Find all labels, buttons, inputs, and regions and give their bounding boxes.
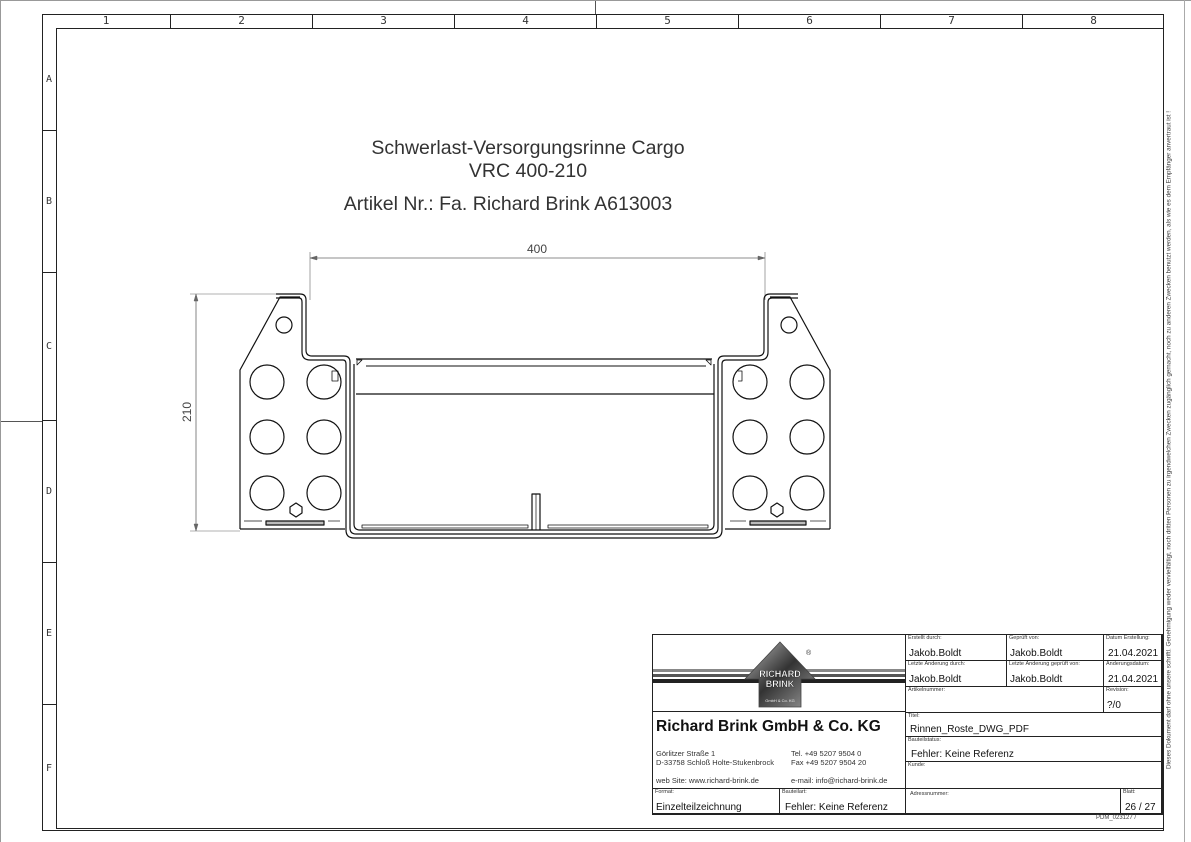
sheet-edge-top [0, 0, 1191, 1]
grid-col-5: 5 [597, 14, 739, 28]
last-change-value: Jakob.Boldt [909, 674, 962, 685]
change-date-label: Änderungsdatum: [1106, 661, 1150, 667]
drawing-frame-inner [56, 28, 1164, 829]
revision-value: ?/0 [1107, 700, 1121, 711]
svg-text:GmbH & Co. KG: GmbH & Co. KG [765, 698, 795, 703]
format-value: Einzelteilzeichnung [656, 802, 742, 813]
change-date-value: 21.04.2021 [1108, 674, 1159, 685]
address-city: D-33758 Schloß Holte-Stukenbrock [656, 758, 774, 767]
sheet-edge-right [1184, 0, 1185, 842]
company-info: Richard Brink GmbH & Co. KG Görlitzer St… [652, 711, 906, 789]
drawing-article-number: Artikel Nr.: Fa. Richard Brink A613003 [343, 193, 673, 215]
copyright-note-text: Dieses Dokument darf ohne unsere schrift… [1165, 110, 1173, 770]
address-number-cell: Adressnummer: [905, 788, 1121, 815]
sheet-edge-left [0, 0, 1, 842]
created-date-value: 21.04.2021 [1108, 648, 1159, 659]
sheet-cell: Blatt: 26 / 27 [1120, 788, 1163, 815]
svg-text:®: ® [806, 649, 812, 657]
bauteilart-cell: Bauteilart: Fehler: Keine Referenz [779, 788, 906, 815]
created-date-cell: Datum Erstellung: 21.04.2021 [1103, 634, 1163, 661]
created-date-label: Datum Erstellung: [1106, 635, 1150, 641]
address-number-label: Adressnummer: [910, 791, 949, 797]
grid-row-a: A [42, 28, 56, 131]
article-number-cell: Artikelnummer: [905, 686, 1104, 713]
customer-cell: Kunde: [905, 761, 1163, 789]
email-link[interactable]: e-mail: info@richard-brink.de [791, 776, 888, 785]
drawing-model: VRC 400-210 [468, 160, 588, 182]
drawing-title: Schwerlast-Versorgungsrinne Cargo [371, 137, 685, 159]
grid-row-c: C [42, 273, 56, 421]
format-cell: Format: Einzelteilzeichnung [652, 788, 780, 815]
grid-col-3: 3 [313, 14, 455, 28]
customer-label: Kunde: [908, 762, 926, 768]
phone: Tel. +49 5207 9504 0 [791, 749, 862, 758]
title-cell: Titel: Rinnen_Roste_DWG_PDF [905, 712, 1163, 737]
dimension-width-label: 400 [526, 242, 548, 256]
sheet-value: 26 / 27 [1125, 802, 1156, 813]
grid-col-7: 7 [881, 14, 1023, 28]
status-value: Fehler: Keine Referenz [911, 749, 1014, 760]
grid-row-d: D [42, 421, 56, 563]
last-change-label: Letzte Änderung durch: [908, 661, 966, 667]
created-by-cell: Erstellt durch: Jakob.Boldt [905, 634, 1007, 661]
sheet-label: Blatt: [1123, 789, 1136, 795]
grid-col-1: 1 [42, 14, 171, 28]
status-cell: Bauteilstatus: Fehler: Keine Referenz [905, 736, 1163, 762]
grid-col-6: 6 [739, 14, 881, 28]
grid-col-4: 4 [455, 14, 597, 28]
checked-by-cell: Geprüft von: Jakob.Boldt [1006, 634, 1104, 661]
copyright-note: Dieses Dokument darf ohne unsere schrift… [1162, 60, 1176, 820]
grid-row-b: B [42, 131, 56, 273]
pdm-number: PDM_023127 / [1096, 815, 1137, 821]
last-change-checked-value: Jakob.Boldt [1010, 674, 1063, 685]
logo-area: RICHARD BRINK GmbH & Co. KG ® [652, 634, 906, 712]
created-by-value: Jakob.Boldt [909, 648, 962, 659]
address-street: Görlitzer Straße 1 [656, 749, 716, 758]
article-number-label: Artikelnummer: [908, 687, 945, 693]
status-label: Bauteilstatus: [908, 737, 942, 743]
dimension-height-label: 210 [180, 401, 194, 423]
bauteilart-value: Fehler: Keine Referenz [785, 802, 888, 813]
last-change-checked-cell: Letzte Änderung geprüft von: Jakob.Boldt [1006, 660, 1104, 687]
last-change-cell: Letzte Änderung durch: Jakob.Boldt [905, 660, 1007, 687]
svg-text:BRINK: BRINK [766, 679, 795, 689]
fax: Fax +49 5207 9504 20 [791, 758, 867, 767]
last-change-checked-label: Letzte Änderung geprüft von: [1009, 661, 1080, 667]
title-value: Rinnen_Roste_DWG_PDF [910, 724, 1029, 735]
center-mark-left [0, 421, 42, 422]
change-date-cell: Änderungsdatum: 21.04.2021 [1103, 660, 1163, 687]
grid-row-f: F [45, 762, 53, 774]
created-by-label: Erstellt durch: [908, 635, 942, 641]
svg-text:RICHARD: RICHARD [759, 669, 801, 679]
checked-by-value: Jakob.Boldt [1010, 648, 1063, 659]
bauteilart-label: Bauteilart: [782, 789, 807, 795]
grid-col-8: 8 [1090, 14, 1097, 27]
format-label: Format: [655, 789, 674, 795]
grid-row-e: E [42, 563, 56, 705]
richard-brink-logo-icon: RICHARD BRINK GmbH & Co. KG ® [653, 641, 905, 708]
revision-cell: Revision: ?/0 [1103, 686, 1163, 713]
center-mark-top [595, 0, 596, 14]
company-name: Richard Brink GmbH & Co. KG [656, 718, 881, 735]
checked-by-label: Geprüft von: [1009, 635, 1040, 641]
grid-col-2: 2 [171, 14, 313, 28]
title-label: Titel: [908, 713, 920, 719]
revision-label: Revision: [1106, 687, 1129, 693]
title-block: RICHARD BRINK GmbH & Co. KG ® Richard Br… [652, 634, 1163, 815]
website-link[interactable]: web Site: www.richard-brink.de [656, 776, 759, 785]
